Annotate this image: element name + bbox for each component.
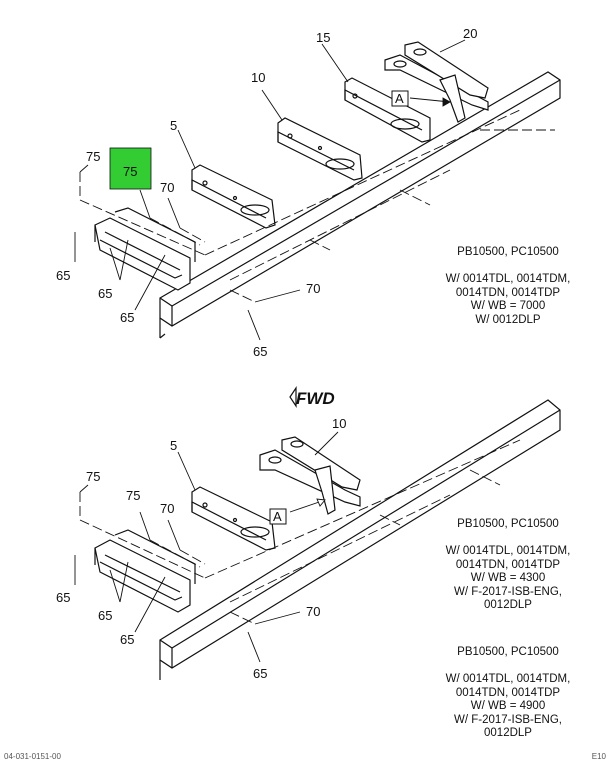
bottom-crossmember-5 (191, 486, 276, 551)
callout-70-bottom-a[interactable]: 70 (160, 501, 174, 516)
top-a-label: A (395, 91, 404, 106)
top-frame-rail (159, 71, 561, 339)
note-line: W/ WB = 7000 (470, 300, 546, 312)
callout-65-bottom-b[interactable]: 65 (98, 608, 112, 623)
callout-10-top[interactable]: 10 (251, 70, 265, 85)
callout-70-top-a[interactable]: 70 (160, 180, 174, 195)
top-view-a-box[interactable] (391, 90, 409, 107)
callout-65-bottom-a[interactable]: 65 (56, 590, 70, 605)
callout-65-bottom-d[interactable]: 65 (253, 666, 267, 681)
top-front-bracket-65 (94, 207, 196, 291)
top-crossmember-5 (191, 164, 276, 229)
bottom-view-a-box[interactable] (269, 508, 287, 525)
callout-65-top-d[interactable]: 65 (253, 344, 267, 359)
bottom-crossmember-10 (259, 436, 361, 515)
callout-65-top-b[interactable]: 65 (98, 286, 112, 301)
note-line: W/ F-2017-ISB-ENG, (454, 585, 562, 598)
top-crossmember-20 (384, 41, 489, 123)
callout-65-top-a[interactable]: 65 (56, 268, 70, 283)
footer-right: E10 (591, 752, 606, 761)
note-line: PB10500, PC10500 (457, 246, 559, 258)
note-line: 0012DLP (484, 599, 532, 611)
highlight-box[interactable] (109, 147, 152, 190)
callout-75-bottom-left[interactable]: 75 (86, 469, 100, 484)
note-line: 0012DLP (484, 727, 532, 739)
callout-70-bottom-b[interactable]: 70 (306, 604, 320, 619)
note-line: W/ 0012DLP (475, 313, 541, 326)
note-line: W/ WB = 4300 (470, 572, 546, 584)
callout-10-bottom[interactable]: 10 (332, 416, 346, 431)
top-crossmember-10 (277, 117, 363, 181)
callout-65-top-c[interactable]: 65 (120, 310, 134, 325)
callout-70-top-b[interactable]: 70 (306, 281, 320, 296)
top-usage-note: PB10500, PC10500 W/ 0014TDL, 0014TDM, 00… (428, 246, 588, 327)
note-line: W/ WB = 4900 (470, 700, 546, 712)
callout-75-top-left[interactable]: 75 (86, 149, 100, 164)
bottom-a-label: A (273, 509, 282, 524)
callout-5-bottom[interactable]: 5 (170, 438, 177, 453)
callout-65-bottom-c[interactable]: 65 (120, 632, 134, 647)
note-line: W/ F-2017-ISB-ENG, (454, 713, 562, 726)
note-line: 0014TDN, 0014TDP (455, 286, 561, 299)
note-line (428, 660, 588, 674)
callout-75-top-highlight[interactable]: 75 (123, 164, 137, 179)
callout-20-top[interactable]: 20 (463, 26, 477, 41)
note-line: W/ 0014TDL, 0014TDM, (445, 273, 571, 285)
bottom-frame-rail (159, 399, 561, 680)
bottom-usage-note-2: PB10500, PC10500 W/ 0014TDL, 0014TDM, 00… (428, 646, 588, 741)
bottom-front-bracket-65 (94, 529, 196, 613)
footer-left: 04-031-0151-00 (4, 752, 61, 761)
top-crossmember-15 (344, 77, 431, 143)
callout-75-bottom-right[interactable]: 75 (126, 488, 140, 503)
note-line (428, 532, 588, 546)
note-line: 0014TDN, 0014TDP (455, 686, 561, 699)
fwd-label: FWD (296, 389, 335, 408)
note-line: PB10500, PC10500 (457, 518, 559, 530)
note-line (428, 260, 588, 274)
note-line: W/ 0014TDL, 0014TDM, (445, 545, 571, 557)
callout-5-top[interactable]: 5 (170, 118, 177, 133)
note-line: 0014TDN, 0014TDP (455, 558, 561, 571)
note-line: PB10500, PC10500 (457, 646, 559, 658)
bottom-usage-note-1: PB10500, PC10500 W/ 0014TDL, 0014TDM, 00… (428, 518, 588, 613)
forward-arrow-icon: FWD (289, 386, 335, 408)
note-line: W/ 0014TDL, 0014TDM, (445, 673, 571, 685)
callout-15-top[interactable]: 15 (316, 30, 330, 45)
